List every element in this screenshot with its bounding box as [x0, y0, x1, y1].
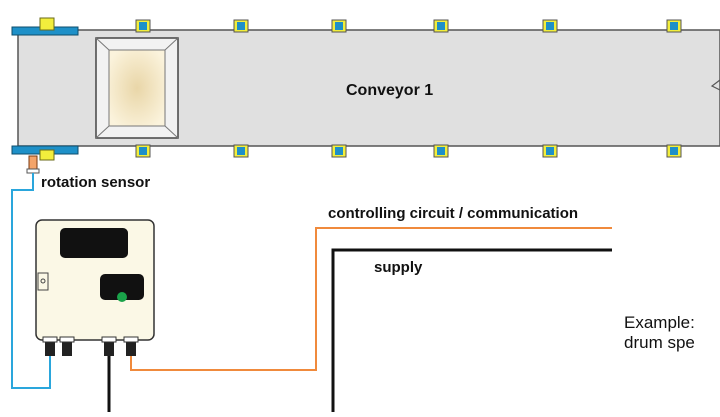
- drum-top: [11, 17, 79, 36]
- roller-top-3: [331, 19, 347, 33]
- roller-top-4: [433, 19, 449, 33]
- example-note-line1: Example:: [624, 313, 695, 332]
- conveyed-item: [95, 37, 179, 139]
- control-box: [35, 219, 155, 356]
- sensor-wire: [11, 173, 51, 389]
- indicator-panel: [100, 274, 144, 300]
- example-note-line2: drum spe: [624, 333, 695, 352]
- control-line: [130, 227, 612, 371]
- roller-bottom-1: [135, 144, 151, 158]
- roller-top-5: [542, 19, 558, 33]
- supply-line-label: supply: [374, 259, 423, 276]
- display-panel: [60, 228, 128, 258]
- conveyor-label: Conveyor 1: [346, 82, 434, 99]
- control-line-label: controlling circuit / communication: [328, 205, 579, 222]
- rotation-sensor: [26, 155, 40, 174]
- direction-arrow-icon: [710, 79, 720, 91]
- roller-bottom-2: [233, 144, 249, 158]
- roller-top-6: [666, 19, 682, 33]
- roller-bottom-3: [331, 144, 347, 158]
- status-led: [117, 292, 127, 302]
- roller-bottom-6: [666, 144, 682, 158]
- supply-line: [331, 248, 612, 412]
- drum-bottom: [11, 145, 79, 161]
- roller-bottom-5: [542, 144, 558, 158]
- roller-bottom-4: [433, 144, 449, 158]
- roller-top-1: [135, 19, 151, 33]
- sensor-label: rotation sensor: [41, 174, 151, 191]
- roller-top-2: [233, 19, 249, 33]
